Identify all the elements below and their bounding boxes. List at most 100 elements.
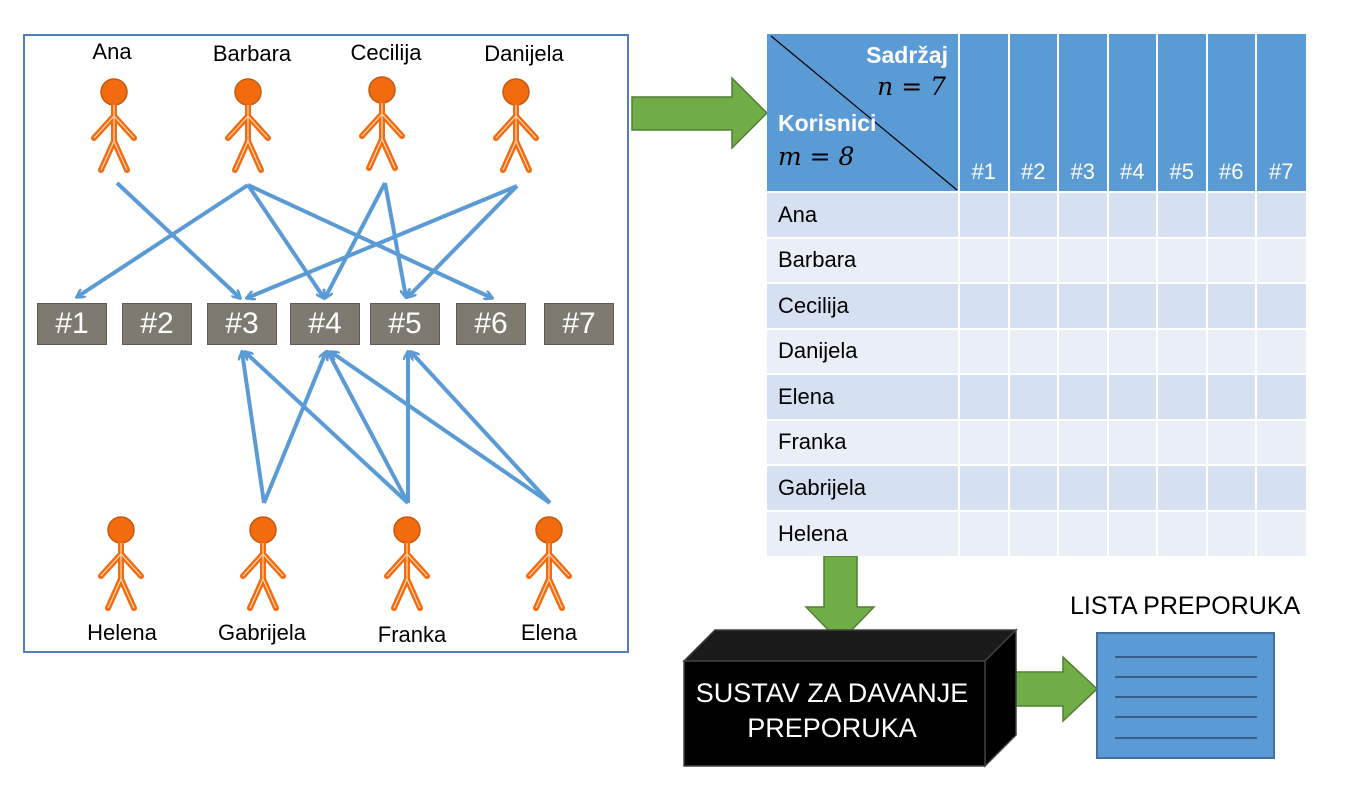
arrow-danijela-item5 <box>408 184 519 297</box>
matrix-cell <box>1058 191 1109 238</box>
matrix-cell <box>959 509 1010 556</box>
arrow-barbara-item6 <box>247 183 492 298</box>
arrow-gabrijela-item4 <box>262 352 326 504</box>
matrix-cell <box>1008 327 1059 374</box>
recommendation-list-title: LISTA PREPORUKA <box>1070 592 1301 620</box>
matrix-column-header: #1 <box>959 34 1010 192</box>
person-icon-helena <box>101 517 141 608</box>
corner-diagonal <box>770 35 958 191</box>
arrow-elena-item4 <box>331 352 552 505</box>
matrix-row-label: Elena <box>767 373 960 420</box>
matrix-column-header: #2 <box>1008 34 1059 192</box>
matrix-cell <box>1206 327 1257 374</box>
matrix-cell <box>1256 327 1306 374</box>
recommender-system-box <box>682 628 1018 768</box>
item-box-7: #7 <box>544 303 614 345</box>
matrix-cell <box>959 282 1010 329</box>
matrix-column-header: #7 <box>1256 34 1306 192</box>
matrix-row-label: Barbara <box>767 236 960 283</box>
matrix-cell <box>1107 464 1158 511</box>
matrix-column-header: #4 <box>1107 34 1158 192</box>
matrix-cell <box>1256 509 1306 556</box>
arrow-cecilija-item5 <box>383 182 406 297</box>
system-label-line2: PREPORUKA <box>747 713 917 743</box>
item-box-4: #4 <box>290 303 360 345</box>
matrix-cell <box>959 191 1010 238</box>
matrix-cell <box>1058 509 1109 556</box>
matrix-row-label: Gabrijela <box>767 464 960 511</box>
matrix-cell <box>1008 509 1059 556</box>
arrow-ana-item3 <box>115 181 240 298</box>
matrix-row: Cecilija <box>767 282 1306 329</box>
person-icon-danijela <box>496 79 536 170</box>
matrix-cell <box>1107 418 1158 465</box>
matrix-row: Ana <box>767 191 1306 238</box>
person-icon-franka <box>387 517 427 608</box>
user-label-elena: Elena <box>520 620 578 645</box>
matrix-cell <box>1157 373 1208 420</box>
content-count-label: n = 7 <box>877 72 946 101</box>
matrix-cell <box>1157 509 1208 556</box>
matrix-cell <box>1157 464 1208 511</box>
matrix-cell <box>959 464 1010 511</box>
arrow-franka-item4 <box>328 352 410 504</box>
matrix-cell <box>1008 236 1059 283</box>
user-label-gabrijela: Gabrijela <box>217 620 307 645</box>
matrix-cell <box>1058 236 1109 283</box>
user-label-cecilija: Cecilija <box>350 40 422 65</box>
matrix-cell <box>1107 236 1158 283</box>
matrix-row: Gabrijela <box>767 464 1306 511</box>
system-label-line1: SUSTAV ZA DAVANJE <box>695 678 969 708</box>
matrix-cell <box>1256 464 1306 511</box>
matrix-cell <box>1256 418 1306 465</box>
matrix-cell <box>1157 191 1208 238</box>
matrix-cell <box>1107 509 1158 556</box>
matrix-row: Helena <box>767 509 1306 556</box>
user-item-graph-panel <box>23 34 629 653</box>
matrix-cell <box>1206 373 1257 420</box>
matrix-row-label: Helena <box>767 509 960 556</box>
matrix-column-header: #6 <box>1206 34 1257 192</box>
flow-arrow-to-system <box>804 555 876 644</box>
arrow-franka-item3 <box>245 352 410 505</box>
matrix-row-label: Danijela <box>767 327 960 374</box>
matrix-column-header: #3 <box>1058 34 1109 192</box>
matrix-cell <box>1107 327 1158 374</box>
matrix-cell <box>959 418 1010 465</box>
item-box-5: #5 <box>370 303 440 345</box>
users-axis-label: Korisnici <box>778 110 877 136</box>
matrix-cell <box>1206 236 1257 283</box>
matrix-cell <box>1058 418 1109 465</box>
matrix-cell <box>1008 373 1059 420</box>
user-item-matrix: Sadržaj n = 7 Korisnici m = 8 #1 #2 #3 #… <box>767 34 1306 556</box>
user-label-danijela: Danijela <box>484 41 564 66</box>
matrix-cell <box>1206 282 1257 329</box>
item-box-3: #3 <box>207 303 277 345</box>
arrow-elena-item5 <box>411 352 552 505</box>
person-icon-gabrijela <box>243 517 283 608</box>
recommender-system-label: SUSTAV ZA DAVANJE PREPORUKA <box>684 676 980 746</box>
matrix-row: Barbara <box>767 236 1306 283</box>
matrix-cell <box>1206 509 1257 556</box>
person-icon-barbara <box>228 79 268 170</box>
user-label-ana: Ana <box>92 39 132 64</box>
person-icon-ana <box>94 79 134 170</box>
matrix-row-label: Cecilija <box>767 282 960 329</box>
matrix-cell <box>1008 191 1059 238</box>
content-axis-label: Sadržaj <box>866 42 948 68</box>
matrix-cell <box>1008 282 1059 329</box>
matrix-row: Elena <box>767 373 1306 420</box>
arrow-barbara-item1 <box>77 183 250 297</box>
matrix-column-header: #5 <box>1157 34 1208 192</box>
matrix-cell <box>1058 282 1109 329</box>
matrix-cell <box>1206 191 1257 238</box>
arrow-barbara-item4 <box>246 183 324 298</box>
matrix-cell <box>1206 464 1257 511</box>
matrix-cell <box>1058 373 1109 420</box>
matrix-cell <box>1008 418 1059 465</box>
user-label-franka: Franka <box>377 622 447 647</box>
matrix-cell <box>1107 373 1158 420</box>
item-box-1: #1 <box>37 303 107 345</box>
matrix-cell <box>1157 236 1208 283</box>
